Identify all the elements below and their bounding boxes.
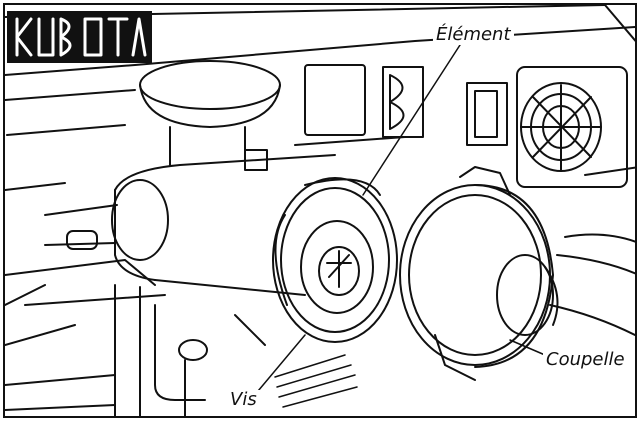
callout-vis: Vis: [227, 390, 260, 410]
intake-cap: [139, 60, 281, 166]
air-filter-housing-icon: [44, 149, 336, 296]
engine-frame: [5, 259, 266, 416]
fan-grille-icon: [516, 66, 628, 188]
vent-grille: [274, 354, 358, 408]
callout-coupelle: Coupelle: [543, 350, 628, 370]
callout-leaders: [252, 44, 546, 398]
side-panel: [294, 64, 508, 146]
air-filter-illustration: [5, 5, 635, 416]
filter-element-icon: [272, 177, 398, 343]
callout-element: Élément: [433, 25, 514, 45]
illustration-frame: Élément Coupelle Vis: [3, 3, 637, 418]
hand: [544, 233, 635, 336]
brand-logo: [7, 11, 152, 63]
